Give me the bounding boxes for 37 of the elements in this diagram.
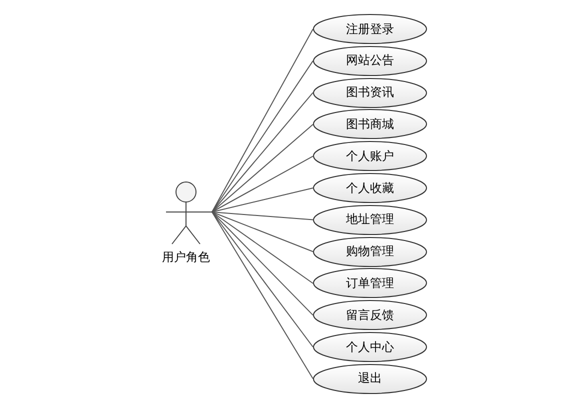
- use-case-ellipse: [313, 46, 427, 76]
- association-line: [212, 212, 314, 284]
- association-line: [212, 28, 314, 212]
- association-line: [212, 212, 314, 380]
- use-case-ellipse: [313, 300, 427, 330]
- use-case-ellipse: [313, 268, 427, 298]
- use-case-label: 图书资讯: [346, 84, 394, 102]
- use-case-label: 个人中心: [346, 338, 394, 356]
- association-line: [212, 212, 314, 252]
- use-case-ellipse: [313, 204, 427, 235]
- use-case-label: 退出: [358, 370, 382, 388]
- use-case-ellipse: [313, 364, 427, 394]
- association-line: [212, 212, 314, 316]
- association-line: [212, 92, 314, 212]
- use-case-label: 图书商城: [346, 116, 394, 133]
- use-case-ellipse: [313, 332, 427, 362]
- association-line: [212, 212, 314, 348]
- association-line: [212, 188, 314, 212]
- association-line: [212, 60, 314, 212]
- actor-label: 用户角色: [161, 249, 211, 266]
- use-case-ellipse: [313, 109, 427, 140]
- use-case-ellipse: [313, 14, 427, 44]
- use-case-ellipse: [313, 78, 427, 108]
- use-case-ellipse: [313, 173, 427, 203]
- use-case-label: 购物管理: [346, 243, 394, 260]
- use-case-ellipse: [313, 141, 427, 172]
- use-case-label: 个人收藏: [346, 180, 394, 196]
- association-line: [212, 156, 314, 212]
- association-line: [212, 124, 314, 212]
- use-case-label: 留言反馈: [346, 306, 394, 324]
- use-case-label: 网站公告: [346, 52, 394, 70]
- use-case-label: 订单管理: [346, 274, 394, 292]
- association-line: [212, 212, 314, 220]
- use-case-label: 个人账户: [346, 148, 394, 165]
- use-case-ellipse: [313, 236, 427, 267]
- use-case-label: 注册登录: [346, 20, 394, 38]
- use-case-label: 地址管理: [346, 211, 394, 228]
